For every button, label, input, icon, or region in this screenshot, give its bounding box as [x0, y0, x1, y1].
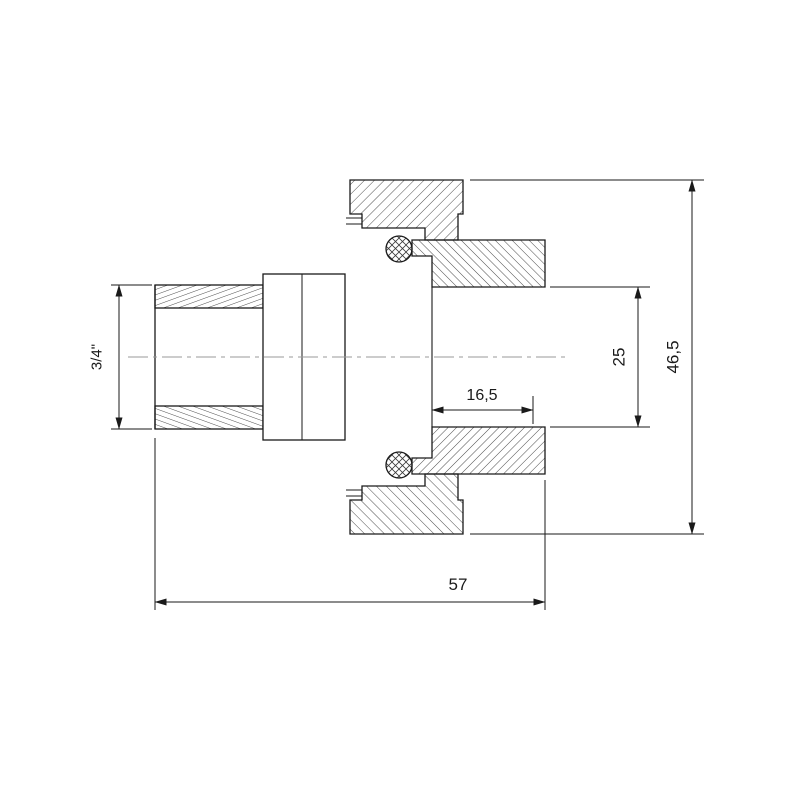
o-ring-seal [385, 235, 413, 263]
socket-wall [411, 239, 546, 288]
male-thread-band [154, 284, 264, 309]
dim-label-length: 57 [449, 575, 468, 594]
dim-label-socket-depth: 16,5 [466, 387, 497, 404]
dim-label-thread: 3/4" [89, 344, 106, 370]
fitting-upper-half [154, 179, 546, 309]
dim-label-bore: 25 [610, 348, 629, 367]
dimension-thread [111, 284, 152, 430]
union-nut-wall [349, 179, 464, 241]
dimension-height [470, 179, 704, 535]
dimension-bore [550, 286, 650, 428]
dim-label-height: 46,5 [664, 340, 683, 373]
dimension-length [154, 438, 546, 610]
fitting-lower-half [154, 405, 546, 535]
dimension-socket-depth [431, 396, 534, 424]
